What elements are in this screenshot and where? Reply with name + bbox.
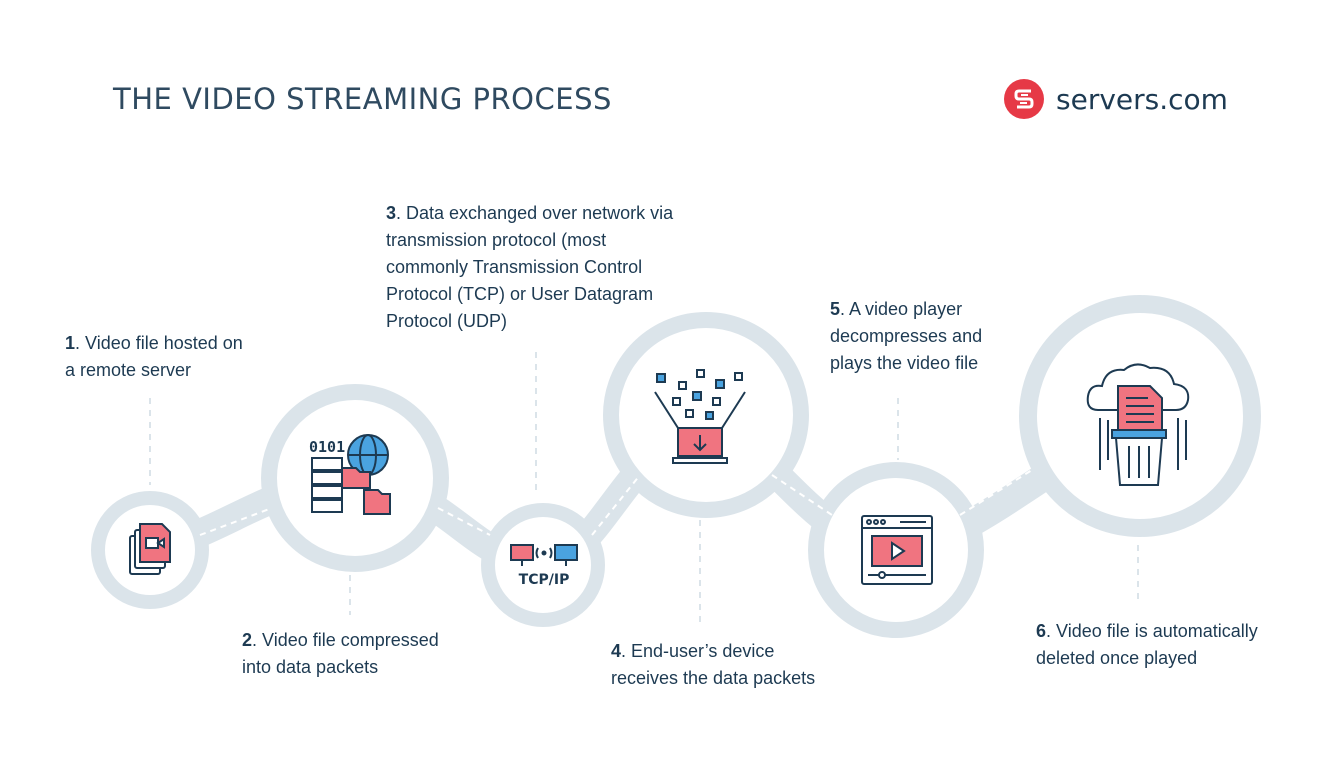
step-6-label: 6. Video file is automatically deleted o… <box>1036 618 1296 672</box>
step-number: 1 <box>65 333 76 353</box>
step-text: . Video file hosted on a remote server <box>65 333 243 380</box>
binary-label: 0101 <box>309 438 345 456</box>
step-text: . A video player decompresses and plays … <box>830 299 983 373</box>
server-folders-globe-icon: 0101 <box>309 434 391 515</box>
page-title: THE VIDEO STREAMING PROCESS <box>113 82 612 116</box>
servers-logo-icon <box>1004 79 1044 119</box>
step-text: . End-user’s device receives the data pa… <box>611 641 816 688</box>
brand-name: servers.com <box>1056 82 1228 116</box>
step-number: 4 <box>611 641 622 661</box>
process-circles <box>91 295 1261 638</box>
label-leaders <box>149 352 1139 628</box>
laptop-download-icon <box>654 369 746 464</box>
step-4-label: 4. End-user’s device receives the data p… <box>611 638 841 692</box>
step-number: 5 <box>830 299 841 319</box>
step-number: 6 <box>1036 621 1047 641</box>
step-1-label: 1. Video file hosted on a remote server <box>65 330 245 384</box>
tcp-ip-icon: TCP/IP <box>510 544 578 588</box>
video-file-icon <box>129 523 171 575</box>
step-text: . Video file compressed into data packet… <box>242 630 439 677</box>
tcp-ip-label: TCP/IP <box>519 572 570 588</box>
dashed-connectors <box>199 469 1033 536</box>
cloud-trash-icon <box>1086 363 1190 486</box>
step-number: 2 <box>242 630 253 650</box>
step-text: . Video file is automatically deleted on… <box>1036 621 1258 668</box>
video-player-icon <box>861 515 933 585</box>
step-2-label: 2. Video file compressed into data packe… <box>242 627 467 681</box>
step-3-label: 3. Data exchanged over network via trans… <box>386 200 686 335</box>
step-number: 3 <box>386 203 397 223</box>
step-5-label: 5. A video player decompresses and plays… <box>830 296 1005 377</box>
brand-logo: servers.com <box>1004 78 1228 120</box>
step-text: . Data exchanged over network via transm… <box>386 203 674 331</box>
